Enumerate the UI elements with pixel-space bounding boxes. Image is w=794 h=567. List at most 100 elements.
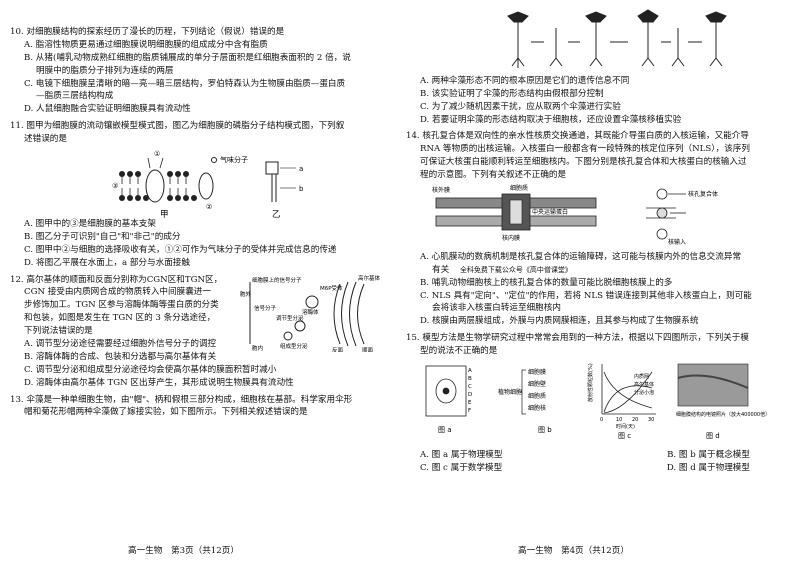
question-15-stem-cont: 型的说法不正确的是	[420, 346, 498, 357]
figure-b-label: 图 b	[538, 426, 552, 434]
figure-b-brace	[518, 369, 526, 415]
question-15-option-a: A. 图 a 属于物理模型	[420, 449, 503, 460]
fig-a-mark-f: F	[468, 408, 471, 414]
question-14-option-c: C. NLS 具有"定向"、"定位"的作用，若将 NLS 错误连接到其他非入核蛋…	[420, 290, 752, 301]
question-14-option-a-cont-text: 有关	[432, 264, 450, 275]
question-13-option-c: C. 为了减少随机因素干扰，应从取两个伞藻进行实验	[420, 101, 621, 112]
question-13-option-b: B. 该实验证明了伞藻的形态结构由假根部分控制	[420, 88, 604, 99]
question-14-stem-3: 可保证大核蛋白能顺利转运至细胞核内。下图分别是核孔复合体和大核蛋白的核输入过	[420, 157, 747, 168]
label-central-transporter: 中央运输蛋白	[532, 208, 568, 216]
label-cis-face: 顺面	[362, 347, 374, 352]
chrysanthemum-cap-alga	[637, 9, 659, 67]
figure-d-photo	[677, 363, 749, 407]
fig-c-tick-30: 30	[648, 417, 654, 423]
figure-d-label: 图 d	[706, 432, 720, 440]
fig-a-mark-b: B	[468, 376, 472, 382]
question-15-option-d: D. 图 d 属于物理模型	[666, 462, 750, 473]
grafted-alga-3	[671, 28, 685, 67]
figure-c-curves	[603, 371, 653, 414]
question-10-option-b: B. 从猪(哺乳动物成熟红细胞的脂质铺展成的单分子层面积是红细胞表面积的 2 倍…	[24, 52, 351, 63]
fig-c-curve-golgi: 高尔基体	[634, 381, 654, 388]
fig-a-mark-e: E	[468, 400, 472, 406]
grafted-alga-1	[549, 28, 563, 67]
question-14: 14. 核孔复合体是双向性的亲水性核质交换通道，其既能介导蛋白质的入核运输，又能…	[406, 130, 786, 328]
mark-3: ③	[112, 182, 118, 190]
fig-c-tick-10: 10	[616, 417, 622, 423]
figure-jia-label: 甲	[160, 210, 169, 218]
label-inner-membrane: 核内膜	[502, 234, 520, 242]
question-10-option-a: A. 脂溶性物质更易通过细胞膜说明细胞膜的组成成分中含有脂质	[24, 39, 268, 50]
ad-watermark-text: 全科免费下载公众号《高中僧课堂》	[459, 265, 572, 274]
mark-2: ②	[206, 203, 212, 211]
label-trans-face: 反面	[332, 346, 344, 352]
fig-c-tick-20: 20	[632, 417, 638, 423]
label-extracellular: 胞外	[240, 290, 252, 298]
question-15-options-row-2: C. 图 c 属于数学模型 D. 图 d 属于物理模型	[420, 462, 750, 475]
label-m6p-receptor: M6P受体	[320, 284, 343, 292]
fig-b-item-2: 细胞壁	[528, 380, 546, 388]
question-15-options-row-1: A. 图 a 属于物理模型 B. 图 b 属于概念模型	[420, 449, 750, 462]
regulated-secretion-vesicle	[294, 320, 306, 332]
fig-b-plant-cell: 植物细胞	[498, 388, 522, 396]
question-12-option-c: C. 调节型分泌和组成型分泌途径均会使高尔基体的膜面积暂时减小	[24, 364, 277, 375]
nuclear-envelope	[435, 193, 597, 231]
question-14-option-c-cont: 会将该非入核蛋白转运至细胞核内	[432, 303, 561, 314]
page-footer-left: 高一生物 第3页（共12页）	[128, 546, 239, 556]
question-12-option-b: B. 溶酶体酶的合成、包装和分选都与高尔基体有关	[24, 351, 217, 362]
membrane-model-diagram: ① ② ③ 气味分子 a b 甲 乙	[112, 150, 304, 220]
fig-a-mark-a: A	[468, 368, 472, 374]
question-13: 13. 伞藻是一种单细胞生物，由"帽"、柄和假根三部分构成，细胞核在基部。科学家…	[10, 394, 390, 420]
question-12-option-a: A. 调节型分泌途径需要经过细胞外信号分子的调控	[24, 339, 217, 350]
question-12-stem-3: 步修饰加工。TGN 区参与溶酶体酶等蛋白质的分类	[24, 300, 219, 311]
question-12-stem-4: 和包装，如图是发生在 TGN 区的 3 条分选途径，	[24, 313, 216, 324]
fig-a-mark-c: C	[468, 384, 472, 390]
label-lysosome: 溶酶体	[302, 308, 319, 316]
question-13-stem-cont: 帽和菊花形帽两种伞藻做了嫁接实验，如下图所示。下列相关叙述错误的是	[24, 407, 308, 418]
question-15-stem: 15. 模型方法是生物学研究过程中常常会用到的一种方法，根据以下四图所示，下列关…	[406, 333, 749, 344]
phospholipid-molecule	[265, 161, 296, 203]
mark-1: ①	[154, 150, 160, 158]
label-nuclear-pore-complex: 核孔复合体	[688, 190, 718, 198]
acetabularia-grafting-diagram	[507, 9, 727, 68]
fig-c-tick-0: 0	[600, 417, 603, 423]
nuclear-pore-diagram: 核外膜 细胞质 中央运输蛋白 核内膜 核孔复合体 核输入	[432, 184, 718, 246]
fig-c-ylabel: 放射性颗粒数(%)	[587, 363, 594, 402]
fig-c-xlabel: 时间(天)	[616, 423, 635, 430]
question-15: 15. 模型方法是生物学研究过程中常常会用到的一种方法，根据以下四图所示，下列关…	[406, 332, 786, 474]
question-10-option-b-cont: 明膜中的脂质分子排列为连续的两层	[36, 65, 174, 76]
figure-a-label: 图 a	[438, 426, 452, 434]
question-12-stem-2: CGN 接受由内质网合成的物质转入中间膜囊进一	[24, 287, 211, 298]
figure-a-cell	[425, 365, 467, 417]
page-footer-right: 高一生物 第4页（共12页）	[518, 546, 629, 556]
question-12-stem-block: 12. 高尔基体的顺面和反面分别称为CGN区和TGN区， CGN 接受由内质网合…	[10, 274, 230, 338]
golgi-stacks	[333, 281, 365, 346]
fig-c-curve-vesicle: 分泌小泡	[634, 389, 654, 396]
fig-d-caption: 细胞膜结构的电镜照片（放大400000倍）	[676, 411, 770, 418]
label-cytoplasm: 细胞质	[510, 184, 528, 192]
question-10-option-d: D. 人鼠细胞融合实验证明细胞膜具有流动性	[24, 104, 191, 115]
question-11: 11. 图甲为细胞膜的流动镶嵌模型模式图，图乙为细胞膜的磷脂分子结构模式图，下列…	[10, 120, 390, 269]
right-column: A. 两种伞藻形态不同的根本原因是它们的遗传信息不同 B. 该实验证明了伞藻的形…	[406, 8, 786, 479]
figure-yi-label: 乙	[272, 210, 281, 218]
label-regulated-secretion: 调节型分泌	[276, 314, 304, 322]
question-12: 12. 高尔基体的顺面和反面分别称为CGN区和TGN区， CGN 接受由内质网合…	[10, 274, 390, 390]
left-column: 10. 对细胞膜结构的探索经历了漫长的历程，下列结论（假说）错误的是 A. 脂溶…	[10, 26, 390, 423]
question-14-option-b: B. 哺乳动物细胞核上的核孔复合体的数量可能比脱细胞核膜上的多	[420, 277, 673, 288]
constitutive-secretion-vesicle	[283, 331, 293, 341]
label-intracellular: 胞内	[252, 344, 263, 352]
fig-b-item-1: 细胞膜	[528, 368, 546, 376]
label-golgi: 高尔基体	[358, 274, 381, 282]
transmembrane-protein	[145, 169, 165, 203]
label-signal-molecule: 信号分子	[254, 304, 277, 312]
lysosome-vesicle	[305, 295, 319, 309]
question-10-option-c: C. 电镜下细胞膜呈清晰的暗—亮—暗三层结构，罗伯特森认为生物膜由脂质—蛋白质	[24, 78, 346, 89]
question-13-options: A. 两种伞藻形态不同的根本原因是它们的遗传信息不同 B. 该实验证明了伞藻的形…	[406, 75, 786, 127]
nuclear-import-process	[646, 188, 686, 240]
question-13-stem: 13. 伞藻是一种单细胞生物，由"帽"、柄和假根三部分构成，细胞核在基部。科学家…	[10, 394, 353, 405]
question-13-option-a: A. 两种伞藻形态不同的根本原因是它们的遗传信息不同	[420, 75, 630, 86]
question-11-figure: ① ② ③ 气味分子 a b 甲 乙	[10, 146, 390, 220]
question-10-stem: 10. 对细胞膜结构的探索经历了漫长的历程，下列结论（假说）错误的是	[10, 27, 285, 37]
question-13-option-d: D. 若要证明伞藻的形态结构取决于细胞核，还应设置伞藻核移植实验	[420, 114, 682, 125]
question-12-option-d: D. 溶酶体由高尔基体 TGN 区出芽产生，其形成说明生物膜具有流动性	[24, 377, 294, 388]
